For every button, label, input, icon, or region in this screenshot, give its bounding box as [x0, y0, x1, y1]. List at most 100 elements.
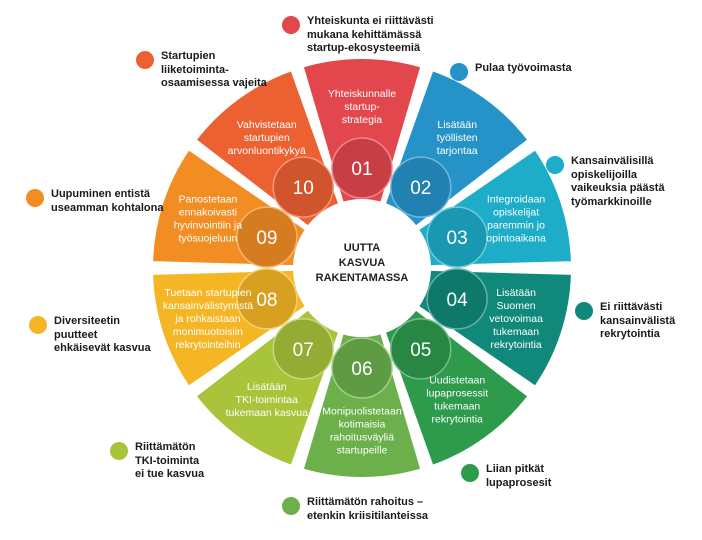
segment-03-label-line: paremmin jo	[487, 219, 545, 231]
challenge-3-dot	[546, 156, 564, 174]
segment-01-label-line: strategia	[342, 114, 382, 126]
segment-05-label-line: rekrytointia	[432, 414, 484, 426]
challenge-2: Pulaa työvoimasta	[450, 62, 572, 81]
segment-06: 06Monipuolistetaankotimaisiarahoitusväyl…	[301, 331, 423, 479]
challenge-9-dot	[26, 189, 44, 207]
challenge-9-text: Uupuminen entistä useamman kohtalona	[51, 188, 164, 214]
segment-02-label-line: Lisätään	[437, 119, 477, 131]
segment-06-label-line: kotimaisia	[339, 419, 386, 431]
segment-03-label-line: Integroidaan	[487, 193, 546, 205]
challenge-6-text: Riittämätön rahoitus – etenkin kriisitil…	[307, 496, 429, 522]
challenge-2-text: Pulaa työvoimasta	[475, 62, 572, 74]
challenge-8-dot	[29, 316, 47, 334]
segment-06-label-line: Monipuolistetaan	[322, 406, 402, 418]
segment-06-label-line: startupeille	[337, 445, 388, 457]
segment-08-number: 08	[256, 290, 277, 311]
segment-01-number: 01	[351, 159, 372, 180]
segment-05: 05Uudistetaanlupaprosessittukemaanrekryt…	[383, 308, 530, 468]
center-line-3: RAKENTAMASSA	[316, 272, 409, 284]
segment-06-label-line: rahoitusväyliä	[330, 432, 394, 444]
segment-05-label-line: lupaprosessit	[426, 388, 488, 400]
center-line-2: KASVUA	[339, 257, 386, 269]
challenge-5: Liian pitkät lupaprosesit	[461, 463, 551, 490]
segment-09-number: 09	[256, 228, 277, 249]
challenge-4-text: Ei riittävästi kansainvälistä rekrytoint…	[600, 301, 676, 340]
segment-02-number: 02	[410, 178, 431, 199]
segment-10-label-line: arvonluontikykyä	[228, 145, 306, 157]
segment-09-label-line: Panostetaan	[178, 193, 237, 205]
segment-03-label-line: opintoaikana	[486, 232, 546, 244]
segment-06-number: 06	[351, 359, 372, 380]
challenge-4-dot	[575, 302, 593, 320]
segment-10-label-line: startupien	[244, 132, 290, 144]
segment-04-label-line: Suomen	[497, 300, 536, 312]
challenge-5-text: Liian pitkät lupaprosesit	[486, 463, 552, 489]
segment-08-label-line: kansainvälistymistä	[163, 300, 254, 312]
segment-07-label-line: TKI-toimintaa	[236, 394, 299, 406]
segment-09-badge	[236, 206, 298, 268]
segment-04-label-line: Lisätään	[496, 287, 536, 299]
challenge-8-text: Diversiteetin puutteet ehkäisevät kasvua	[54, 315, 151, 354]
challenge-6-dot	[282, 497, 300, 515]
segment-10-badge	[272, 156, 334, 218]
challenge-2-dot	[450, 63, 468, 81]
challenge-5-dot	[461, 464, 479, 482]
segment-09-label-line: hyvinvointiin ja	[174, 219, 242, 231]
segment-04-label-line: tukemaan	[493, 326, 539, 338]
segment-08-label-line: monimuotoisiin	[173, 326, 243, 338]
segment-03-number: 03	[447, 228, 468, 249]
segment-03-badge	[426, 206, 488, 268]
challenge-7-dot	[110, 442, 128, 460]
segment-05-label-line: Uudistetaan	[429, 375, 485, 387]
challenge-7: Riittämätön TKI-toiminta ei tue kasvua	[110, 441, 204, 482]
center-label: UUTTA KASVUA RAKENTAMASSA	[316, 242, 409, 284]
challenge-4: Ei riittävästi kansainvälistä rekrytoint…	[575, 301, 675, 342]
segment-07-number: 07	[293, 340, 314, 361]
challenge-10: Startupien liiketoiminta- osaamisessa va…	[136, 50, 267, 91]
segment-08-label-line: ja rohkaistaan	[174, 313, 241, 325]
segment-04-badge	[426, 268, 488, 330]
segment-08: 08 Tuetaan startupienkansainvälistymistäj…	[151, 268, 308, 389]
segment-04-number: 04	[447, 290, 469, 311]
segment-08-badge	[236, 268, 298, 330]
challenge-1-dot	[282, 16, 300, 34]
challenge-3-text: Kansainvälisillä opiskelijoilla vaikeuks…	[571, 155, 665, 208]
segment-02-label-line: työllisten	[437, 132, 478, 144]
segment-06-badge	[331, 337, 393, 399]
segment-07-label-line: Lisätään	[247, 381, 287, 393]
segment-05-label-line: tukemaan	[434, 401, 480, 413]
segment-09-label-line: ennakoivasti	[179, 206, 237, 218]
segment-07-badge	[272, 318, 334, 380]
challenge-1-text: Yhteiskunta ei riittävästi mukana kehitt…	[307, 15, 434, 54]
challenge-9: Uupuminen entistä useamman kohtalona	[26, 188, 163, 215]
segment-10-label-line: Vahvistetaan	[237, 119, 297, 131]
segment-10-number: 10	[293, 178, 314, 199]
segment-08-label-line: Tuetaan startupien	[164, 287, 251, 299]
segment-07-label-line: tukemaan kasvua	[226, 407, 308, 419]
segment-01-label-line: startup-	[344, 101, 380, 113]
challenge-6: Riittämätön rahoitus – etenkin kriisitil…	[282, 496, 428, 523]
segment-03-label-line: opiskelijat	[493, 206, 539, 218]
segment-05-number: 05	[410, 340, 431, 361]
segment-05-badge	[390, 318, 452, 380]
challenge-8: Diversiteetin puutteet ehkäisevät kasvua	[29, 315, 151, 356]
segment-02-label-line: tarjontaa	[437, 145, 478, 157]
segment-04-label-line: rekrytointia	[490, 339, 542, 351]
challenge-10-text: Startupien liiketoiminta- osaamisessa va…	[161, 50, 267, 89]
challenge-3: Kansainvälisillä opiskelijoilla vaikeuks…	[546, 155, 665, 209]
segment-01-badge	[331, 137, 393, 199]
challenge-7-text: Riittämätön TKI-toiminta ei tue kasvua	[135, 441, 205, 480]
challenge-1: Yhteiskunta ei riittävästi mukana kehitt…	[282, 15, 434, 56]
center-line-1: UUTTA	[344, 242, 381, 254]
segment-02-badge	[390, 156, 452, 218]
segment-04: 04 LisätäänSuomenvetovoimaatukemaanrekryt…	[416, 268, 573, 389]
segment-04-label-line: vetovoimaa	[489, 313, 543, 325]
